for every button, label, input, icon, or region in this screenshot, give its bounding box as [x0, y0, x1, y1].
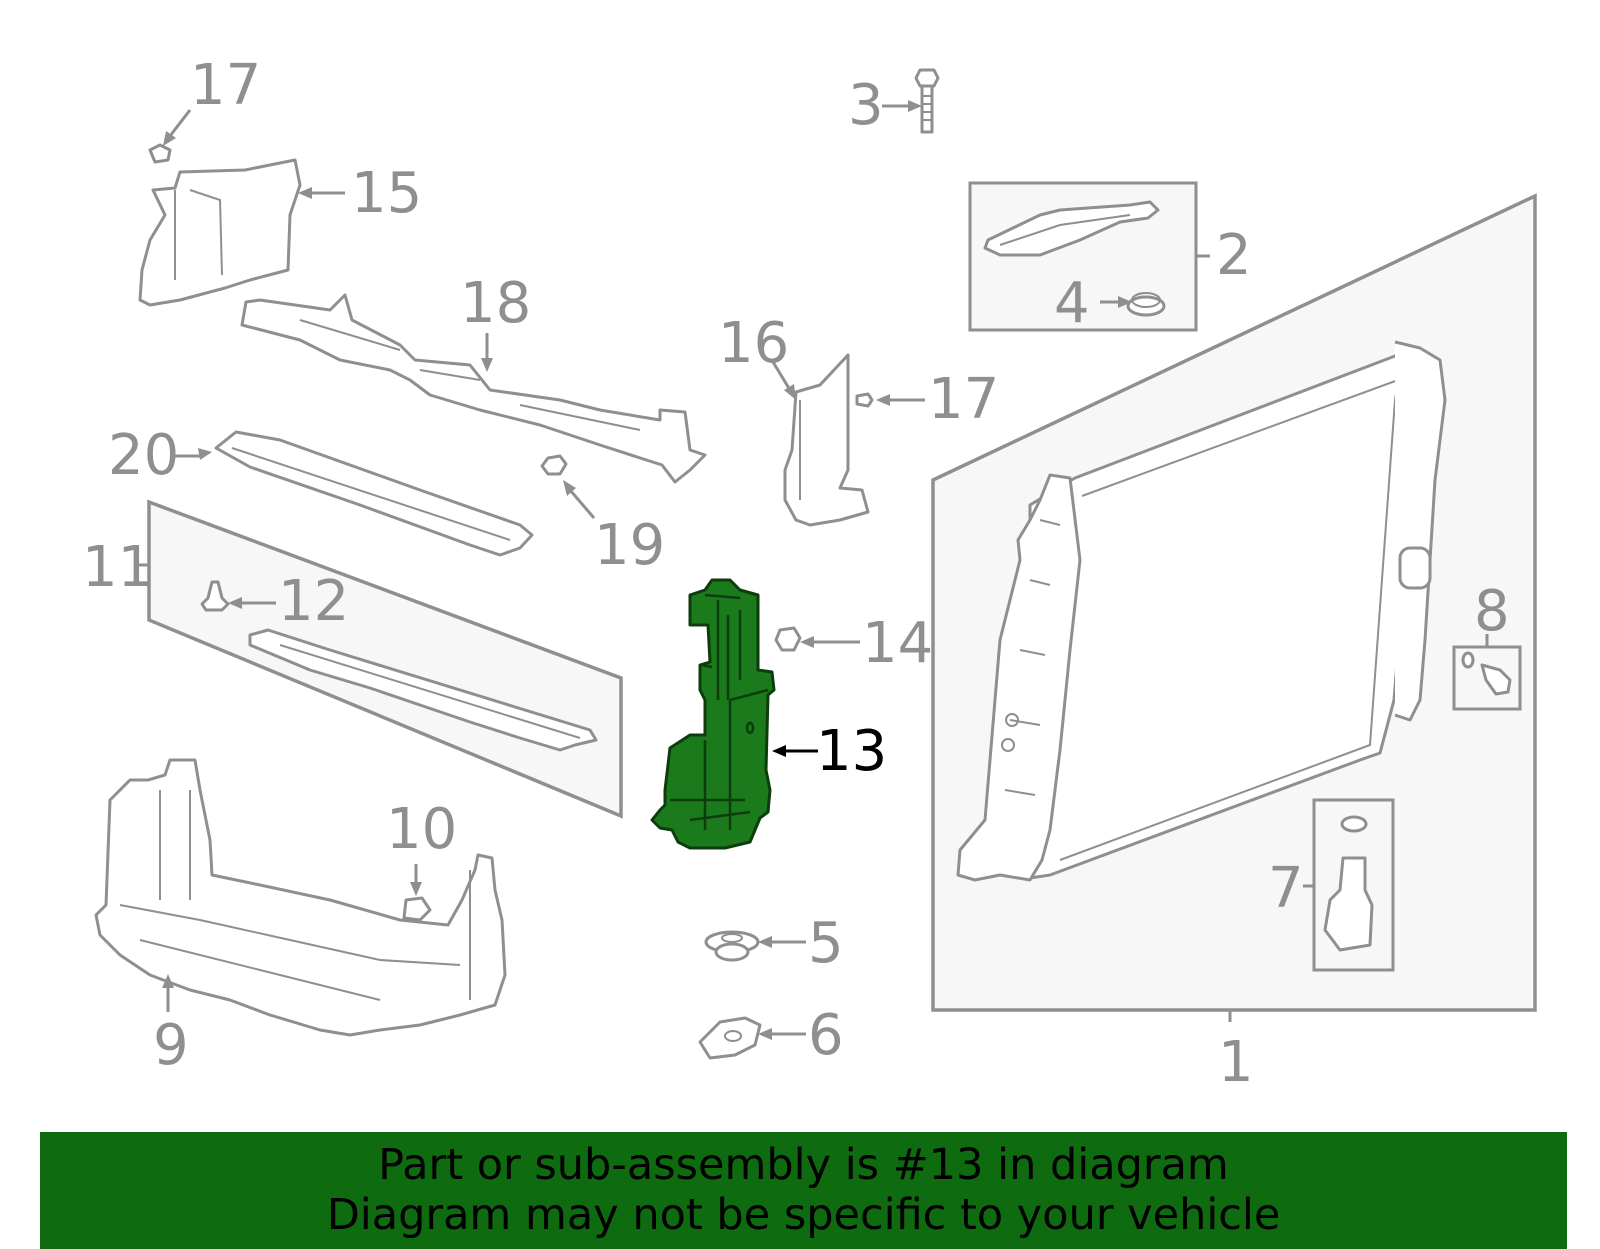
leader-arrows [162, 100, 1132, 1040]
bolt-3 [914, 68, 940, 134]
upper-bracket-18 [240, 293, 707, 484]
banner-line-1: Part or sub-assembly is #13 in diagram [378, 1140, 1229, 1190]
callout-8: 8 [1474, 579, 1510, 644]
callout-15: 15 [351, 161, 423, 226]
highlighted-part-13 [650, 578, 776, 850]
callout-17-left: 17 [190, 53, 262, 118]
clip-10 [402, 896, 432, 922]
sensor-box [1303, 798, 1395, 972]
callout-19: 19 [594, 513, 666, 578]
fastener-14 [774, 626, 802, 652]
lower-baffle-panel [135, 499, 623, 819]
grommet-5 [704, 930, 760, 962]
drain-plug-box [1452, 634, 1522, 711]
mount-bracket-box [968, 181, 1210, 332]
push-clip-12 [200, 580, 230, 612]
fastener-17-left [148, 143, 172, 164]
lower-deflector-9 [94, 758, 507, 1037]
callout-12: 12 [278, 569, 350, 634]
side-deflector-16 [783, 353, 870, 527]
callout-2: 2 [1216, 223, 1252, 288]
callout-16: 16 [718, 311, 790, 376]
info-banner: Part or sub-assembly is #13 in diagram D… [40, 1132, 1567, 1249]
callout-6: 6 [808, 1003, 844, 1068]
callout-5: 5 [808, 911, 844, 976]
callout-13: 13 [816, 719, 888, 784]
parts-diagram [94, 68, 1537, 1060]
callout-3: 3 [848, 73, 884, 138]
callout-18: 18 [460, 271, 532, 336]
pad-6 [698, 1016, 762, 1060]
callout-20: 20 [108, 423, 180, 488]
callout-14: 14 [862, 611, 934, 676]
callout-17-right: 17 [928, 367, 1000, 432]
callout-4: 4 [1054, 271, 1090, 336]
banner-line-2: Diagram may not be specific to your vehi… [326, 1190, 1281, 1240]
fastener-17-right [855, 392, 874, 408]
callout-11: 11 [82, 535, 154, 600]
nut-19 [540, 454, 568, 476]
callout-7: 7 [1268, 856, 1304, 921]
callout-1: 1 [1218, 1030, 1254, 1095]
callout-10: 10 [386, 797, 458, 862]
upper-baffle-20 [214, 430, 534, 557]
callout-9: 9 [153, 1013, 189, 1078]
